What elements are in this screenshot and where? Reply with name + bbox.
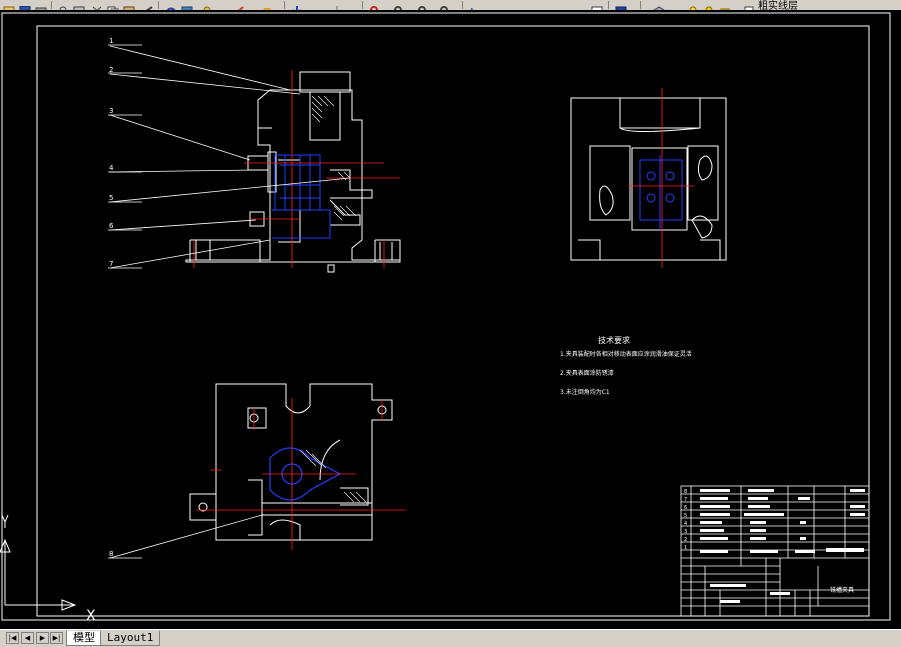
svg-text:7: 7 bbox=[684, 497, 687, 503]
ucs-x-label: X bbox=[86, 608, 96, 624]
front-view-hidden-parts bbox=[272, 154, 331, 239]
svg-text:8: 8 bbox=[684, 489, 687, 495]
top-view-centerlines bbox=[196, 398, 406, 550]
callout-2: 2 bbox=[109, 66, 114, 74]
svg-text:6: 6 bbox=[684, 505, 687, 511]
callout-4: 4 bbox=[109, 164, 114, 172]
design-center-icon[interactable] bbox=[368, 0, 382, 10]
callout-5: 5 bbox=[109, 194, 114, 202]
markup-icon[interactable] bbox=[438, 0, 452, 10]
tab-model[interactable]: 模型 bbox=[66, 631, 102, 646]
layer-manager-icon[interactable] bbox=[614, 0, 628, 10]
match-icon[interactable] bbox=[140, 0, 154, 10]
layer-state-icon[interactable] bbox=[652, 0, 666, 10]
callout-7: 7 bbox=[109, 260, 114, 268]
calc-icon[interactable]: A bbox=[468, 0, 482, 11]
front-view-hatch bbox=[311, 95, 357, 221]
zoom-window-icon[interactable] bbox=[260, 0, 274, 10]
properties-icon[interactable] bbox=[330, 0, 344, 10]
sheet-set-icon[interactable] bbox=[416, 0, 430, 10]
layer-name-combo[interactable]: 粗实线层 bbox=[758, 1, 798, 11]
tech-requirement-line-2: 2.夹具表面涂防锈漆 bbox=[560, 370, 614, 377]
layout-tab-bar: |◀ ◀ ▶ ▶| 模型 Layout1 bbox=[0, 629, 901, 647]
callout-3: 3 bbox=[109, 107, 114, 115]
svg-text:3: 3 bbox=[684, 529, 687, 535]
title-block-part-name: 铣槽夹具 bbox=[830, 587, 855, 594]
help-icon[interactable] bbox=[590, 0, 604, 10]
svg-text:A: A bbox=[469, 7, 475, 11]
paste-icon[interactable] bbox=[122, 0, 136, 10]
preview-icon[interactable] bbox=[56, 0, 70, 10]
sheet-outer-border bbox=[1, 12, 891, 621]
tech-requirement-line-3: 3.未注倒角均为C1 bbox=[560, 389, 610, 396]
plot-icon[interactable] bbox=[72, 0, 86, 10]
zoom-realtime-icon[interactable] bbox=[232, 0, 246, 10]
copy-icon[interactable] bbox=[106, 0, 120, 10]
unlock-icon[interactable] bbox=[718, 0, 732, 10]
side-view-hidden-parts bbox=[639, 155, 683, 230]
redo-icon[interactable] bbox=[180, 0, 194, 10]
sheet-inner-border bbox=[36, 25, 870, 617]
side-view-centerlines bbox=[628, 88, 694, 268]
top-view bbox=[189, 383, 393, 541]
bom-item-numbers: 8 7 6 5 4 3 2 1 bbox=[684, 489, 687, 551]
ucs-icon bbox=[0, 514, 77, 611]
callout-8: 8 bbox=[109, 550, 114, 558]
sun-icon[interactable] bbox=[702, 0, 716, 10]
tech-requirements-heading: 技术要求 bbox=[598, 336, 630, 345]
svg-text:2: 2 bbox=[684, 537, 687, 543]
open-icon[interactable] bbox=[2, 0, 16, 10]
svg-text:4: 4 bbox=[684, 521, 687, 527]
tab-layout1[interactable]: Layout1 bbox=[100, 631, 161, 646]
layer-color-icon[interactable] bbox=[742, 0, 756, 10]
drawing-svg: 8 7 6 5 4 3 2 1 bbox=[1, 12, 891, 621]
save-icon[interactable] bbox=[18, 0, 32, 10]
next-tab-button[interactable]: ▶ bbox=[36, 632, 49, 644]
svg-text:5: 5 bbox=[684, 513, 687, 519]
pan-icon[interactable] bbox=[200, 0, 214, 10]
print-icon[interactable] bbox=[34, 0, 48, 10]
model-space-canvas[interactable]: 8 7 6 5 4 3 2 1 1 2 3 4 5 6 7 8 技术要求 1.夹… bbox=[0, 10, 901, 629]
cut-icon[interactable] bbox=[90, 0, 104, 10]
tech-requirement-line-1: 1.夹具装配时各相对移动表面应涂润滑油保证灵活 bbox=[560, 351, 692, 358]
side-view bbox=[570, 97, 727, 261]
callout-6: 6 bbox=[109, 222, 114, 230]
last-tab-button[interactable]: ▶| bbox=[50, 632, 63, 644]
front-view-centerlines bbox=[193, 70, 400, 268]
leader-lines bbox=[108, 44, 351, 559]
svg-text:1: 1 bbox=[684, 545, 687, 551]
prev-tab-button[interactable]: ◀ bbox=[21, 632, 34, 644]
lightbulb-icon[interactable] bbox=[686, 0, 700, 10]
title-block-filled-text bbox=[700, 489, 865, 603]
zoom-previous-icon[interactable] bbox=[290, 0, 304, 10]
tool-palette-icon[interactable] bbox=[392, 0, 406, 10]
front-view bbox=[185, 71, 401, 273]
top-view-hatch bbox=[299, 449, 367, 503]
undo-icon[interactable] bbox=[164, 0, 178, 10]
first-tab-button[interactable]: |◀ bbox=[6, 632, 19, 644]
callout-1: 1 bbox=[109, 37, 114, 45]
